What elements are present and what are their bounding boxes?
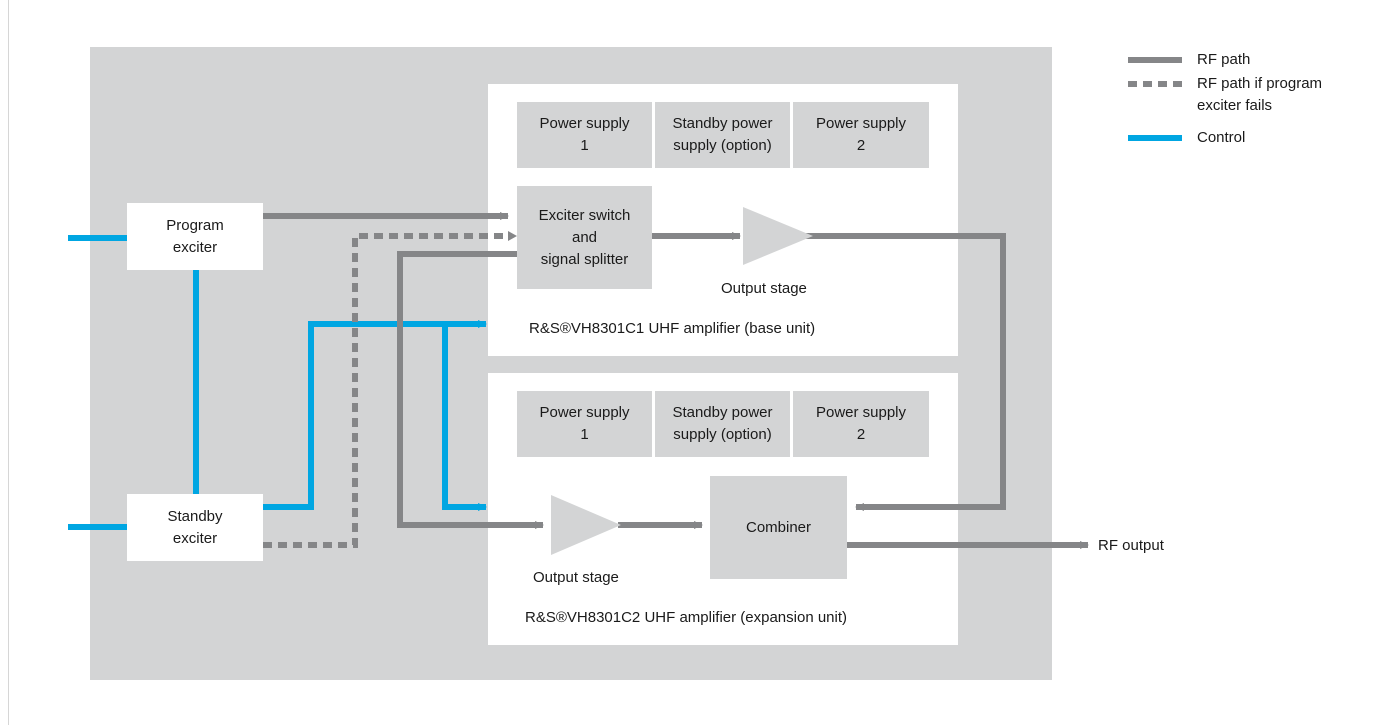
- base-power-supply-1: Power supply 1: [517, 102, 652, 168]
- standby-exciter: Standby exciter: [127, 494, 263, 561]
- rf-output-label: RF output: [1098, 537, 1164, 554]
- legend-control: Control: [1197, 129, 1246, 146]
- exp-standby-power-supply: Standby power supply (option): [655, 391, 790, 457]
- expansion-unit-title: R&S®VH8301C2 UHF amplifier (expansion un…: [525, 609, 848, 626]
- base-power-supply-2: Power supply 2: [793, 102, 929, 168]
- diagram-frame: [8, 0, 1377, 725]
- exp-power-supply-2: Power supply 2: [793, 391, 929, 457]
- legend-rf-path-failover: RF path if program exciter fails: [1197, 75, 1323, 114]
- exp-output-stage-label: Output stage: [533, 569, 619, 586]
- exciter-switch-splitter: Exciter switch and signal splitter: [517, 186, 652, 289]
- base-output-stage-label: Output stage: [721, 280, 807, 297]
- program-exciter: Program exciter: [127, 203, 263, 270]
- control-lines: [68, 235, 487, 530]
- rf-failover-arrowhead: [508, 231, 517, 241]
- base-output-stage-amplifier: [743, 207, 813, 265]
- rf-failover-path: [263, 233, 508, 548]
- base-standby-power-supply: Standby power supply (option): [655, 102, 790, 168]
- base-unit-title: R&S®VH8301C1 UHF amplifier (base unit): [529, 320, 816, 337]
- exp-power-supply-1: Power supply 1: [517, 391, 652, 457]
- rf-paths: [263, 212, 1089, 549]
- legend-rf-path: RF path: [1197, 51, 1251, 68]
- combiner-block: Combiner: [710, 476, 847, 579]
- legend-swatches: [1128, 57, 1182, 141]
- exp-output-stage-amplifier: [551, 495, 621, 555]
